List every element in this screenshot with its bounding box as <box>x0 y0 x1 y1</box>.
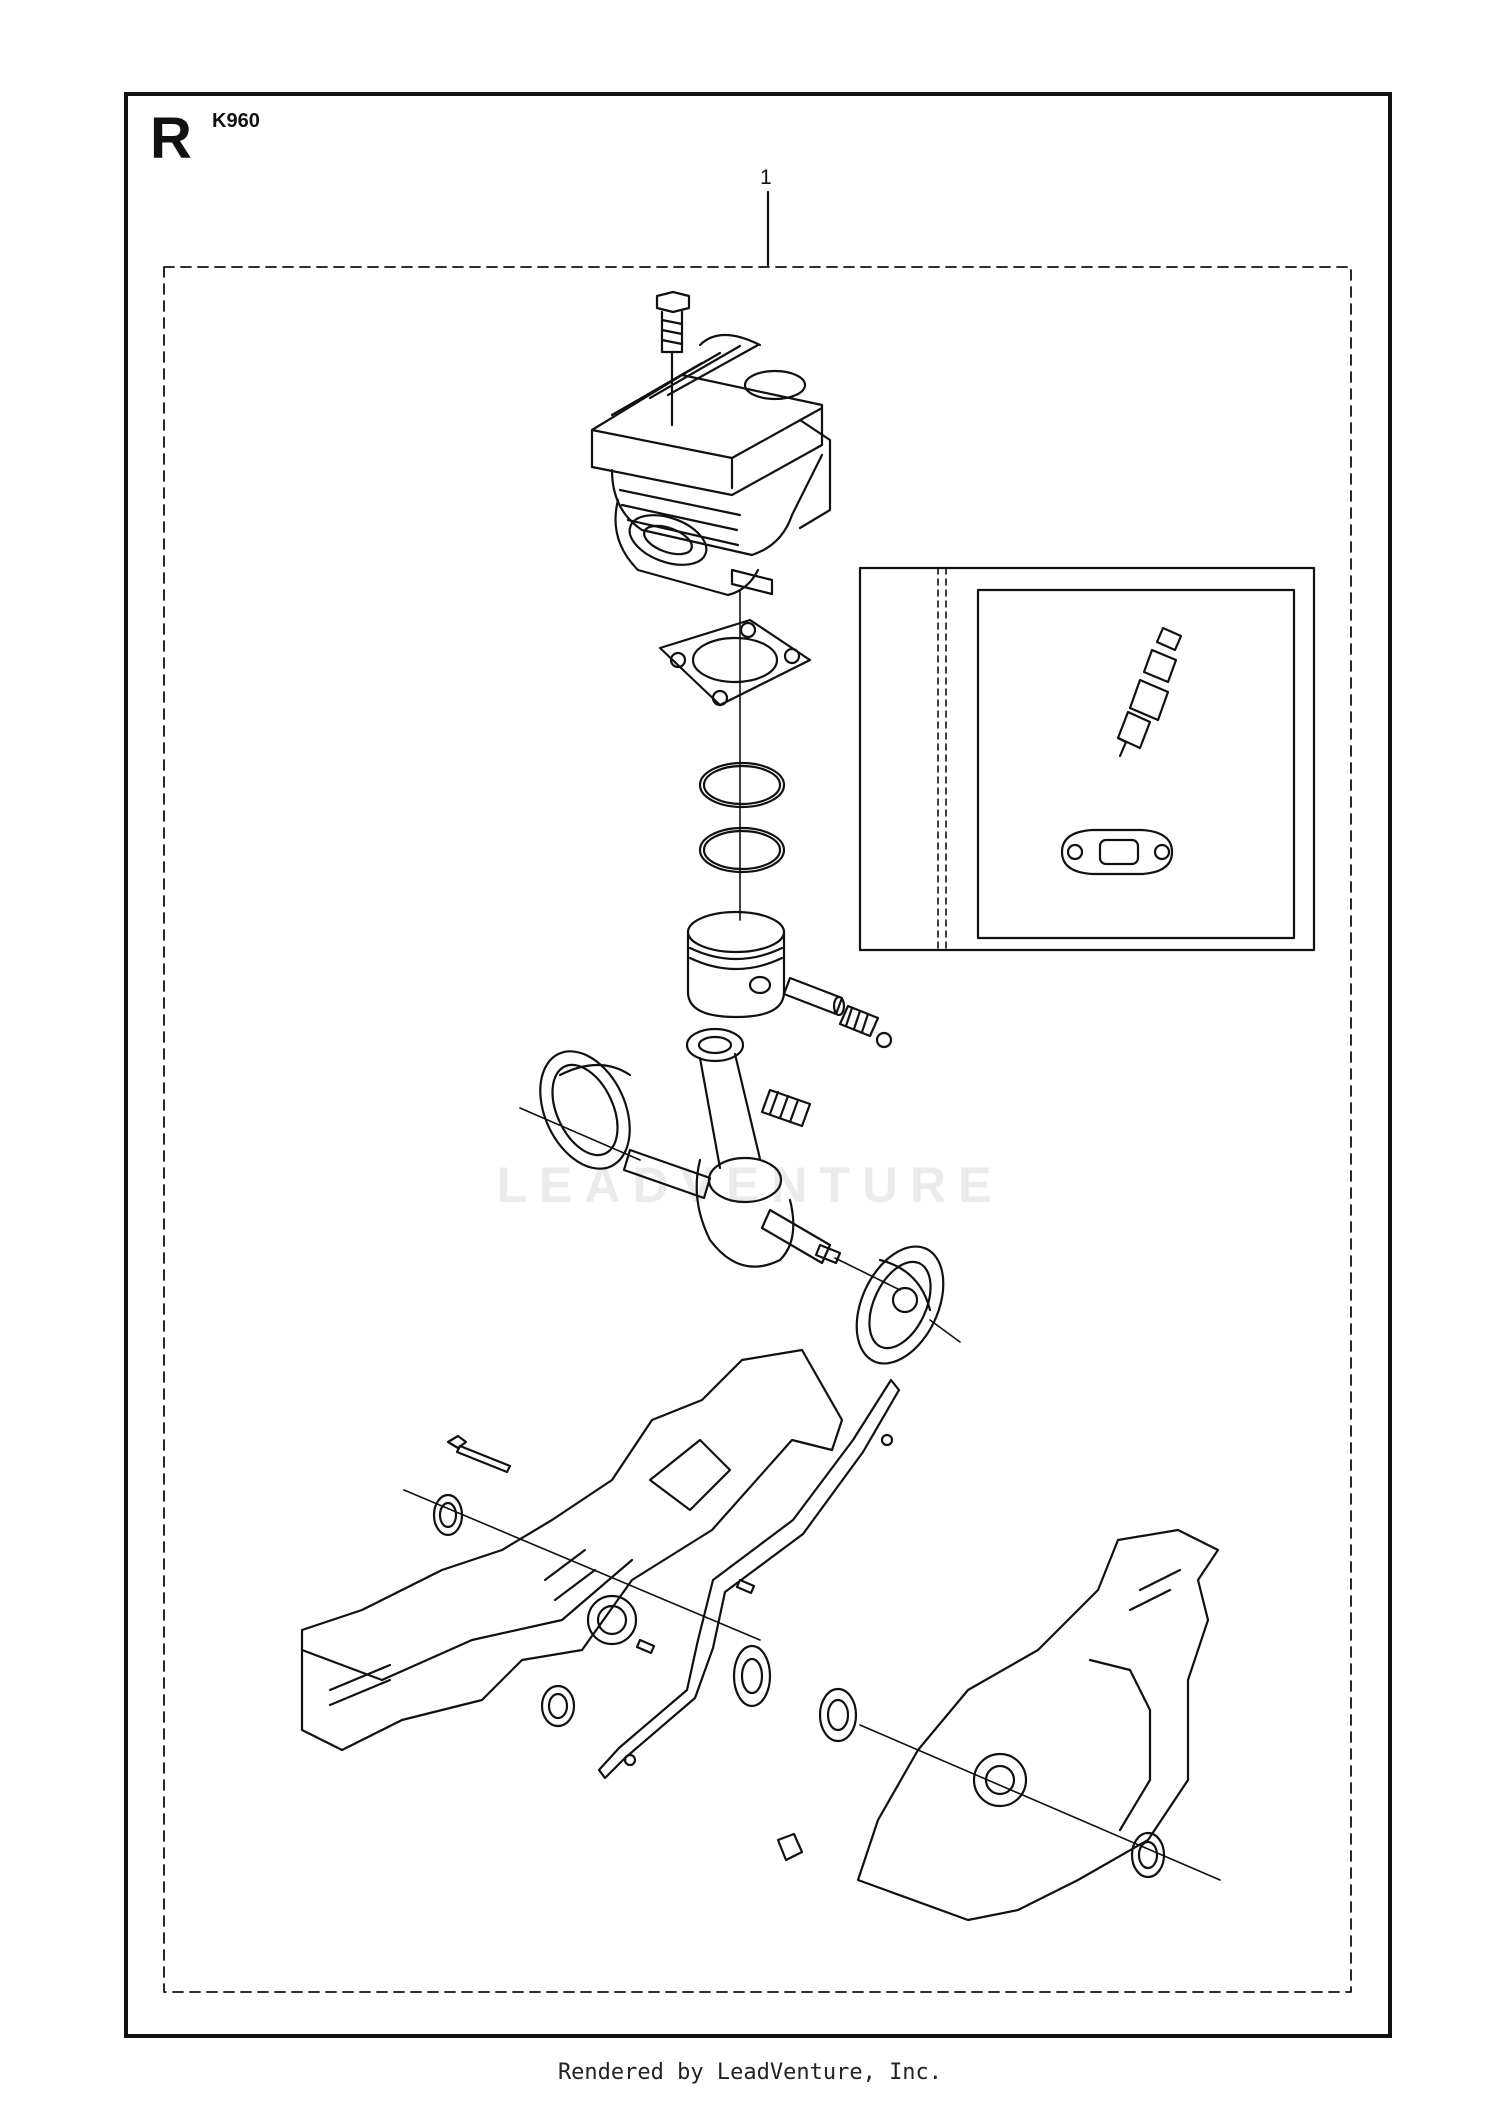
parts-bag-inner <box>976 588 1296 940</box>
needle-bearing-small <box>838 1004 880 1038</box>
circlip <box>875 1031 893 1049</box>
needle-bearing-large <box>760 1088 812 1128</box>
cylinder-bolt <box>655 290 691 354</box>
crankshaft <box>622 1148 901 1291</box>
cylinder <box>590 334 832 597</box>
crankcase-bolt <box>446 1434 512 1474</box>
seal-left <box>432 1493 464 1537</box>
crank-web-right <box>855 1245 945 1365</box>
bearing-right <box>818 1687 858 1743</box>
piston <box>686 910 786 1019</box>
section-letter: R <box>150 106 192 171</box>
model-label: K960 <box>212 110 260 132</box>
bearing-left <box>732 1644 772 1708</box>
crankcase-half-left <box>300 1348 844 1752</box>
crankcase-gasket <box>597 1378 901 1780</box>
crank-web-left <box>539 1050 632 1170</box>
cylinder-gasket <box>658 618 812 707</box>
muffler-gasket <box>1060 828 1174 876</box>
diagram-frame <box>124 92 1392 2038</box>
spark-plug <box>1116 626 1183 758</box>
seal-right <box>1130 1831 1166 1879</box>
kit-boundary <box>163 266 1352 1993</box>
piston-ring-upper <box>698 761 786 809</box>
footer-credit: Rendered by LeadVenture, Inc. <box>557 2060 943 2085</box>
wrist-pin <box>782 976 846 1017</box>
dowel-pins <box>635 1578 756 1655</box>
callout-1[interactable]: 1 <box>760 166 772 189</box>
grommet <box>776 1832 804 1862</box>
crankcase-half-right <box>856 1528 1220 1922</box>
parts-bag-outline <box>858 566 1316 952</box>
watermark-text: LEADVENTURE <box>496 1157 1004 1213</box>
piston-ring-lower <box>698 826 786 874</box>
